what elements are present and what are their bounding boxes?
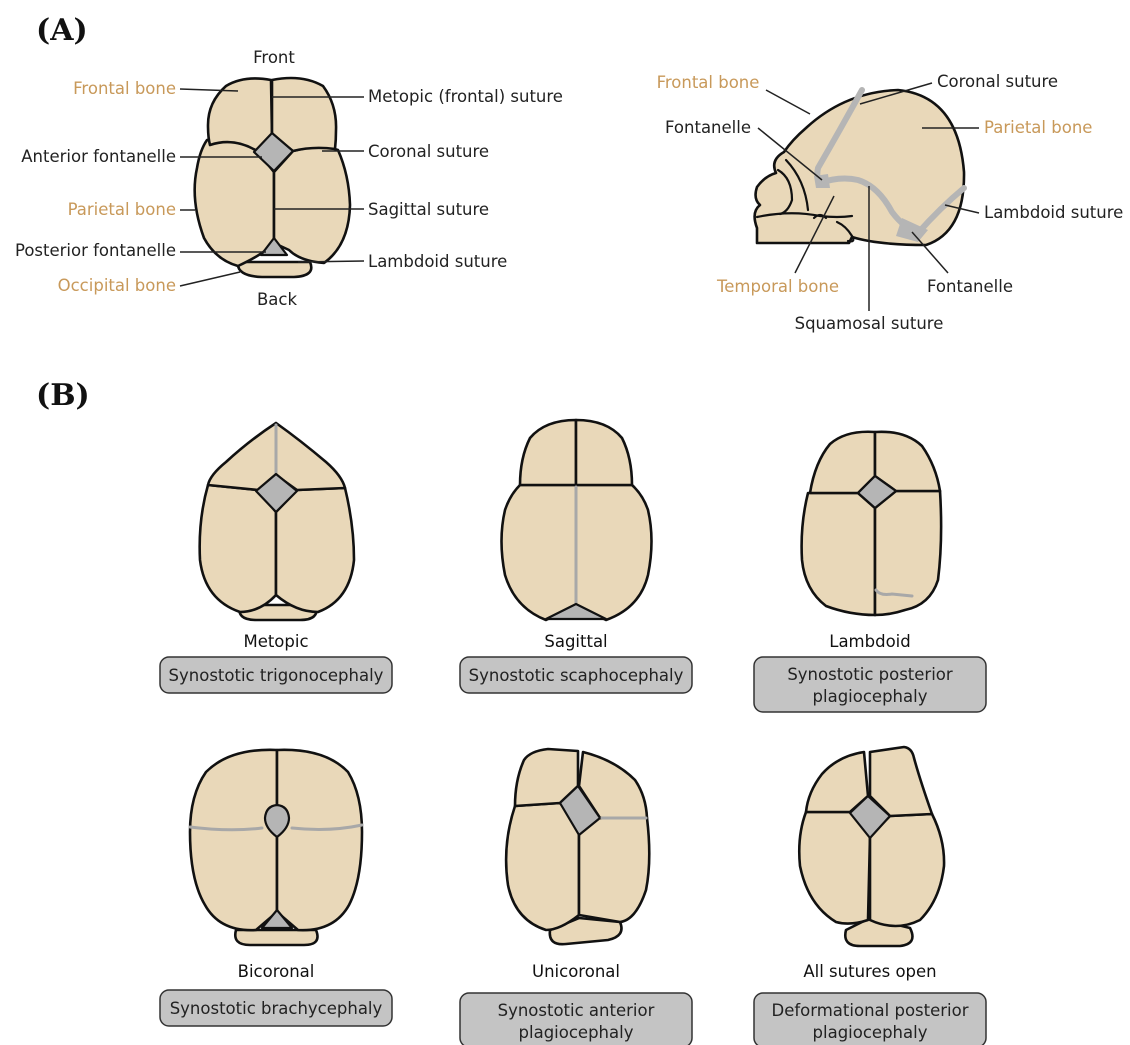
brachycephaly-text: Synostotic brachycephaly [170, 999, 383, 1018]
bicoronal-label: Bicoronal [238, 962, 315, 981]
posterior-plagiocephaly-badge: Synostotic posterior plagiocephaly [754, 657, 986, 712]
anterior-plagiocephaly-line2: plagiocephaly [519, 1023, 634, 1042]
brachycephaly-badge: Synostotic brachycephaly [160, 990, 392, 1026]
unicoronal-skull [506, 749, 649, 944]
right-parietal-bone [274, 147, 350, 263]
leader-line [766, 90, 810, 114]
anterior-fontanelle-label: Anterior fontanelle [21, 147, 176, 166]
metopic-skull [200, 423, 354, 620]
lambdoid-suture-label: Lambdoid suture [368, 252, 507, 271]
side-view-skull [755, 90, 964, 245]
side-squamosal-suture-label: Squamosal suture [795, 314, 944, 333]
back-label: Back [257, 290, 298, 309]
lambdoid-label: Lambdoid [829, 632, 910, 651]
side-temporal-bone-label: Temporal bone [716, 277, 839, 296]
trigonocephaly-text: Synostotic trigonocephaly [169, 666, 384, 685]
metopic-suture-label: Metopic (frontal) suture [368, 87, 563, 106]
leader-line [298, 261, 364, 262]
side-fontanelle-bottom-label: Fontanelle [927, 277, 1013, 296]
metopic-label: Metopic [243, 632, 308, 651]
anterior-plagiocephaly-badge: Synostotic anterior plagiocephaly [460, 993, 692, 1045]
sagittal-label: Sagittal [544, 632, 607, 651]
occipital-bone [238, 262, 311, 277]
left-frontal-bone [208, 78, 272, 151]
anterior-plagiocephaly-line1: Synostotic anterior [498, 1001, 655, 1020]
side-parietal-bone-label: Parietal bone [984, 118, 1092, 137]
side-cranium [755, 90, 964, 245]
leader-line [180, 272, 240, 286]
deformational-plagiocephaly-line2: plagiocephaly [813, 1023, 928, 1042]
lambdoid-skull [802, 432, 942, 615]
side-coronal-suture-label: Coronal suture [937, 72, 1058, 91]
bicoronal-skull [190, 750, 362, 945]
side-lambdoid-suture-label: Lambdoid suture [984, 203, 1123, 222]
trigonocephaly-badge: Synostotic trigonocephaly [160, 657, 392, 693]
front-label: Front [253, 48, 295, 67]
unicoronal-label: Unicoronal [532, 962, 620, 981]
scaphocephaly-badge: Synostotic scaphocephaly [460, 657, 692, 693]
panel-b-label: (B) [36, 378, 90, 413]
sagittal-suture-label: Sagittal suture [368, 200, 489, 219]
top-view-skull [195, 78, 350, 277]
frontal-bone-label: Frontal bone [73, 79, 176, 98]
coronal-suture-label: Coronal suture [368, 142, 489, 161]
posterior-plagiocephaly-line2: plagiocephaly [813, 687, 928, 706]
all-sutures-open-skull [799, 747, 944, 946]
side-fontanelle-top-label: Fontanelle [665, 118, 751, 137]
all-sutures-open-label: All sutures open [803, 962, 936, 981]
parietal-bone-label: Parietal bone [68, 200, 176, 219]
side-frontal-bone-label: Frontal bone [657, 73, 760, 92]
posterior-fontanelle-label: Posterior fontanelle [15, 241, 176, 260]
deformational-plagiocephaly-line1: Deformational posterior [771, 1001, 968, 1020]
scaphocephaly-text: Synostotic scaphocephaly [469, 666, 684, 685]
posterior-plagiocephaly-line1: Synostotic posterior [787, 665, 953, 684]
panel-a-label: (A) [36, 13, 88, 48]
occipital-bone-label: Occipital bone [58, 276, 176, 295]
sagittal-skull [502, 420, 652, 620]
deformational-plagiocephaly-badge: Deformational posterior plagiocephaly [754, 993, 986, 1045]
